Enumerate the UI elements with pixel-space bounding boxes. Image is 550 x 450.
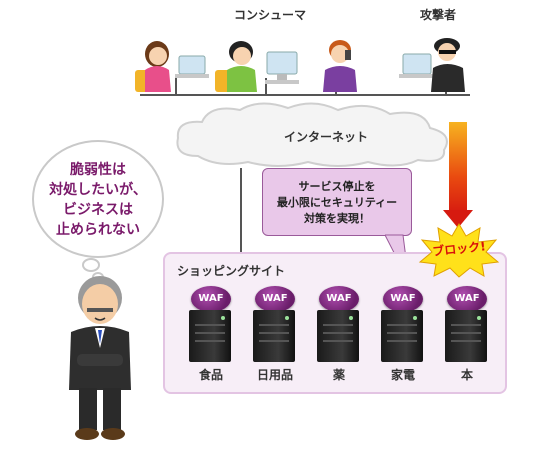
waf-badge: WAF	[191, 286, 231, 312]
network-drop-1	[175, 78, 177, 96]
consumer-phone-user-illustration	[323, 40, 357, 92]
thought-dot-1	[82, 258, 100, 272]
thought-line-1: 脆弱性は	[70, 162, 126, 178]
consumer-man-illustration	[215, 41, 299, 92]
shopping-site-title: ショッピングサイト	[177, 264, 286, 278]
server-label: 日用品	[256, 368, 293, 382]
server-tower-icon	[317, 310, 359, 362]
block-badge: ブロック!	[418, 222, 500, 278]
waf-benefit-callout: サービス停止を 最小限にセキュリティー 対策を実現！	[262, 168, 412, 236]
server-books: WAF 本	[442, 286, 492, 386]
waf-badge: WAF	[383, 286, 423, 312]
server-tower-icon	[253, 310, 295, 362]
consumer-label: コンシューマ	[233, 8, 306, 22]
attacker-label: 攻撃者	[419, 8, 456, 22]
network-to-site-line	[240, 168, 242, 252]
waf-badge: WAF	[255, 286, 295, 312]
attack-arrow-shaft	[449, 122, 467, 214]
consumer-woman-illustration	[135, 41, 209, 92]
network-drop-2	[265, 78, 267, 96]
attacker-illustration	[399, 38, 465, 92]
server-medicine: WAF 薬	[314, 286, 364, 386]
callout-line-2: 最小限にセキュリティー	[276, 196, 398, 209]
manager-thought-bubble: 脆弱性は 対処したいが、 ビジネスは 止められない	[32, 140, 164, 258]
server-daily-goods: WAF 日用品	[250, 286, 300, 386]
server-label: 本	[460, 368, 473, 382]
internet-cloud	[176, 102, 448, 167]
network-top-line	[140, 94, 470, 96]
server-label: 家電	[390, 368, 415, 382]
thought-line-3: ビジネスは	[63, 202, 133, 218]
server-label: 薬	[332, 368, 345, 382]
server-appliances: WAF 家電	[378, 286, 428, 386]
waf-badge: WAF	[447, 286, 487, 312]
server-tower-icon	[381, 310, 423, 362]
attack-arrow-head	[443, 210, 473, 228]
callout-line-1: サービス停止を	[298, 180, 376, 193]
server-label: 食品	[198, 368, 223, 382]
waf-badge: WAF	[319, 286, 359, 312]
burst-icon	[418, 223, 500, 278]
server-tower-icon	[189, 310, 231, 362]
server-tower-icon	[445, 310, 487, 362]
thought-line-4: 止められない	[56, 222, 140, 238]
internet-label: インターネット	[283, 130, 368, 144]
manager-illustration	[69, 276, 131, 440]
server-food: WAF 食品	[186, 286, 236, 386]
callout-line-3: 対策を実現！	[304, 212, 370, 225]
thought-line-2: 対処したいが、	[49, 182, 147, 198]
